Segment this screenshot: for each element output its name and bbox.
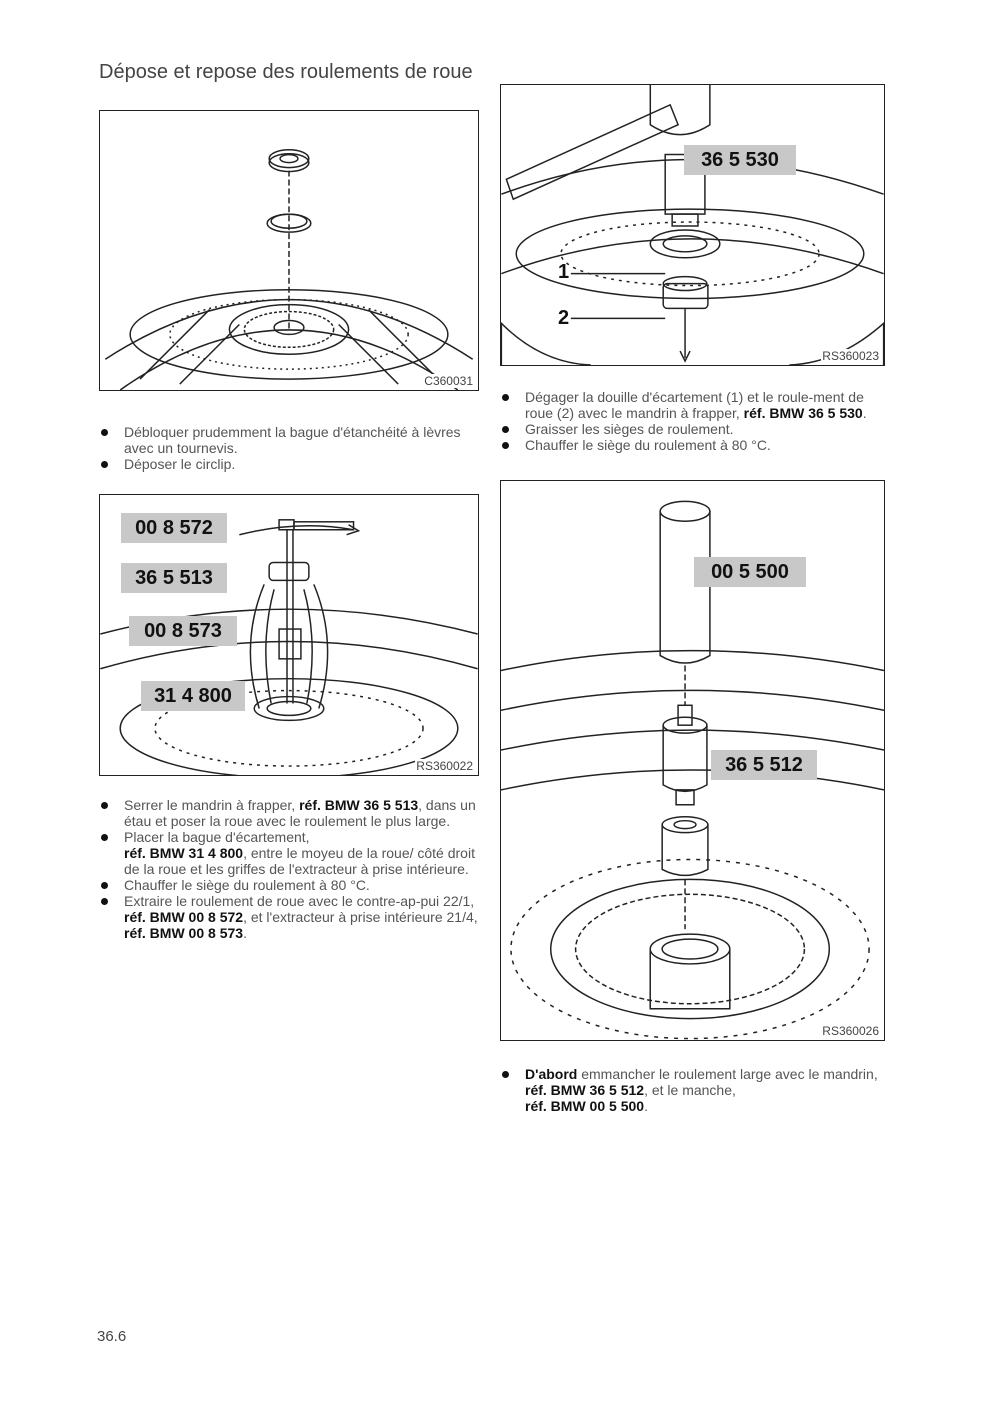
instructions-block-2: Serrer le mandrin à frapper, réf. BMW 36… (99, 797, 484, 941)
bold-reference: réf. BMW 00 8 572 (124, 909, 244, 925)
bullet-item: Extraire le roulement de roue avec le co… (99, 893, 484, 941)
tool-tag-36-5-513: 36 5 513 (121, 563, 227, 593)
instruction-text: , dans un étau et poser la roue avec le … (124, 797, 476, 829)
figure-code: RS360026 (821, 1024, 880, 1038)
tool-tag-00-5-500: 00 5 500 (694, 557, 806, 587)
bullet-item: Déposer le circlip. (99, 456, 484, 472)
instruction-text: Chauffer le siège du roulement à 80 °C. (525, 437, 771, 453)
figure-drift-removal: 36 5 530 1 2 RS360023 (500, 84, 885, 366)
instruction-text: . (243, 925, 247, 941)
extractor-illustration (100, 519, 478, 775)
figure-extractor: 00 8 572 36 5 513 00 8 573 31 4 800 RS36… (99, 494, 479, 776)
bold-reference: réf. BMW 36 5 513 (299, 797, 419, 813)
installation-illustration (501, 500, 884, 1040)
instruction-text: . (644, 1098, 648, 1114)
figure-bearing-install: 00 5 500 36 5 512 RS360026 (500, 480, 885, 1041)
bold-reference: réf. BMW 36 5 512 (525, 1082, 645, 1098)
figure-code: RS360022 (415, 759, 474, 773)
callout-2: 2 (558, 307, 570, 329)
tool-tag-00-8-573: 00 8 573 (129, 616, 237, 646)
bullet-item: Graisser les sièges de roulement. (500, 421, 885, 437)
callout-1: 1 (558, 261, 570, 283)
bold-reference: réf. BMW 31 4 800 (124, 845, 244, 861)
tool-tag-36-5-512: 36 5 512 (711, 750, 817, 780)
instruction-text: . (862, 405, 867, 421)
bullet-item: Débloquer prudemment la bague d'étanchéi… (99, 424, 484, 456)
bold-reference: réf. BMW 36 5 530 (743, 405, 863, 421)
instructions-block-4: D'abord emmancher le roulement large ave… (500, 1066, 885, 1114)
figure-seal-circlip: C360031 (99, 110, 479, 391)
instruction-text: Dégager la douille d'écartement (1) et l… (525, 389, 864, 421)
instruction-text: Extraire le roulement de roue avec le co… (124, 893, 475, 909)
bullet-item: Dégager la douille d'écartement (1) et l… (500, 389, 885, 421)
bold-reference: D'abord (525, 1066, 578, 1082)
instruction-text: , et le manche, (644, 1082, 736, 1098)
bold-reference: réf. BMW 00 5 500 (525, 1098, 645, 1114)
tool-tag-31-4-800: 31 4 800 (141, 681, 245, 711)
instruction-text: , entre le moyeu de la roue/ côté droit … (124, 845, 475, 877)
bullet-item: Placer la bague d'écartement, réf. BMW 3… (99, 829, 484, 877)
figure-code: RS360023 (821, 349, 880, 363)
instruction-text: Débloquer prudemment la bague d'étanchéi… (124, 424, 461, 456)
bullet-item: Chauffer le siège du roulement à 80 °C. (99, 877, 484, 893)
instruction-text: Chauffer le siège du roulement à 80 °C. (124, 877, 370, 893)
bold-reference: réf. BMW 00 8 573 (124, 925, 244, 941)
instruction-text: Serrer le mandrin à frapper, (124, 797, 300, 813)
instruction-text: Déposer le circlip. (124, 456, 236, 472)
page-number: 36.6 (97, 1328, 127, 1345)
instruction-text: emmancher le roulement large avec le man… (577, 1066, 878, 1082)
wheel-hub-illustration (104, 148, 474, 390)
bullet-item: D'abord emmancher le roulement large ave… (500, 1066, 885, 1114)
figure-code: C360031 (423, 374, 474, 388)
instructions-block-1: Débloquer prudemment la bague d'étanchéi… (99, 424, 484, 472)
tool-tag-36-5-530: 36 5 530 (684, 145, 796, 175)
instruction-text: Placer la bague d'écartement, (124, 829, 310, 845)
bullet-item: Chauffer le siège du roulement à 80 °C. (500, 437, 885, 453)
tool-tag-00-8-572: 00 8 572 (121, 513, 227, 543)
page-title: Dépose et repose des roulements de roue (99, 61, 473, 83)
instructions-block-3: Dégager la douille d'écartement (1) et l… (500, 389, 885, 453)
instruction-text: , et l'extracteur à prise intérieure 21/… (243, 909, 478, 925)
bullet-item: Serrer le mandrin à frapper, réf. BMW 36… (99, 797, 484, 829)
instruction-text: Graisser les sièges de roulement. (525, 421, 734, 437)
